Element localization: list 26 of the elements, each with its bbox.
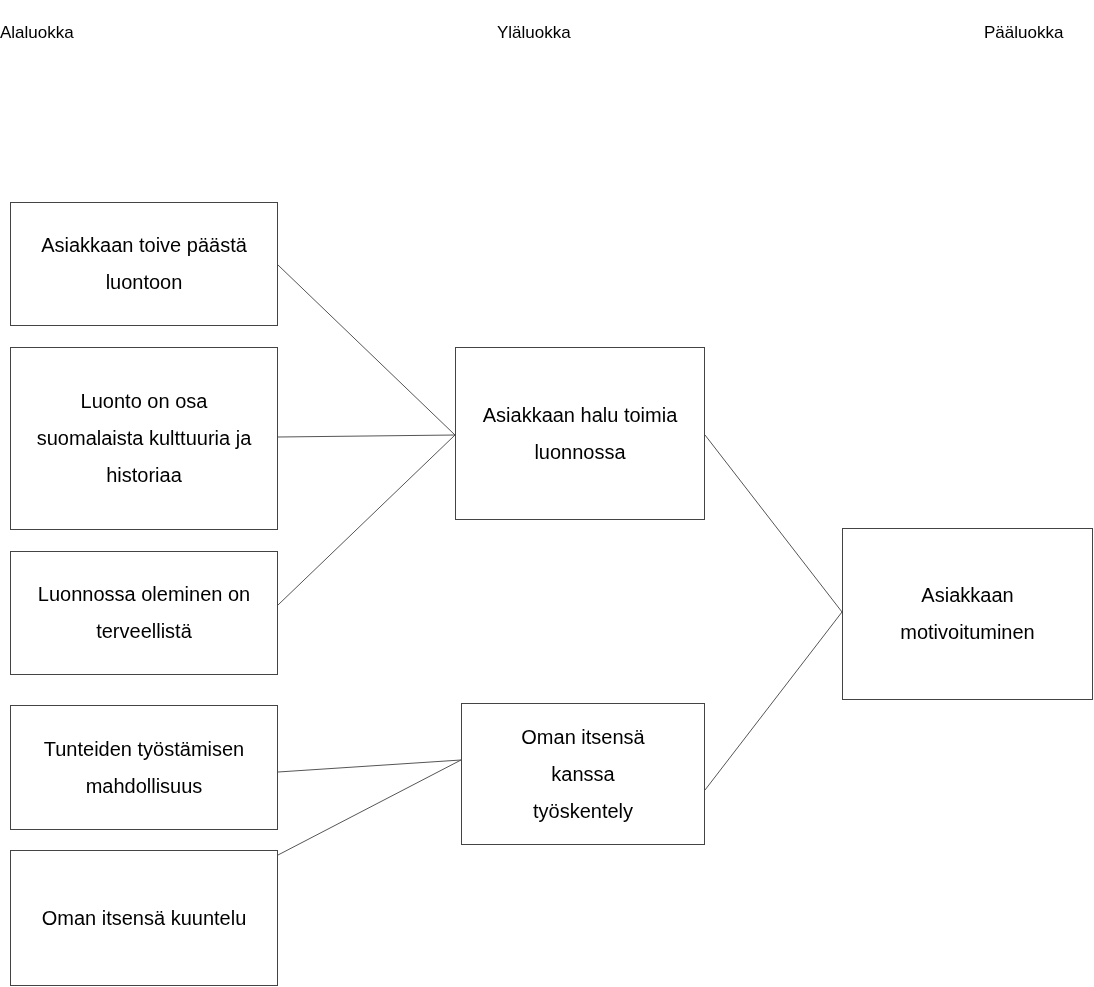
category-box	[10, 850, 278, 986]
box-text: Luonto on osa suomalaista kulttuuria ja historiaa	[35, 389, 253, 488]
connector-line	[277, 264, 456, 436]
column-heading: Yläluokka	[497, 22, 571, 44]
box-text: Oman itsensä kanssa työskentely	[520, 724, 646, 824]
box-text: Asiakkaan toive päästä luontoon	[40, 233, 248, 295]
box-text: Asiakkaan halu toimia luonnossa	[481, 402, 679, 465]
connector-line	[277, 434, 456, 438]
connector-line	[277, 759, 462, 773]
box-text: Tunteiden työstämisen mahdollisuus	[42, 736, 246, 799]
box-text: Asiakkaan motivoituminen	[899, 583, 1036, 645]
category-box	[10, 551, 278, 675]
category-box	[10, 347, 278, 530]
category-box	[461, 703, 705, 845]
column-heading: Pääluokka	[984, 22, 1064, 44]
category-box	[10, 202, 278, 326]
category-box	[455, 347, 705, 520]
connector-line	[704, 434, 843, 613]
box-text: Luonnossa oleminen on terveellistä	[36, 582, 252, 644]
connector-line	[704, 611, 843, 791]
category-box	[10, 705, 278, 830]
box-text: Oman itsensä kuuntelu	[41, 905, 247, 931]
column-heading: Alaluokka	[0, 22, 74, 44]
connector-line	[277, 434, 456, 606]
connector-line	[277, 759, 462, 856]
category-box	[842, 528, 1093, 700]
